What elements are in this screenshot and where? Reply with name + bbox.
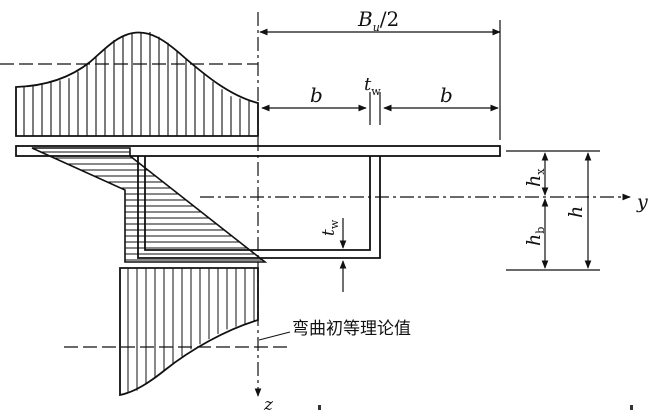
speck-right bbox=[630, 405, 633, 410]
dim-b-tw-b bbox=[261, 92, 499, 125]
bu-label: Bu/2 bbox=[357, 7, 399, 34]
b-right-label: b bbox=[440, 83, 453, 107]
dim-heights bbox=[506, 150, 600, 271]
hx-label: hx bbox=[523, 168, 547, 187]
dim-bu-half bbox=[259, 20, 501, 140]
bottom-flange-stress-curve bbox=[119, 267, 259, 397]
y-axis-label: y bbox=[636, 191, 648, 213]
tw-top-label: tw bbox=[364, 74, 381, 98]
caption-leader-line bbox=[258, 331, 291, 341]
tw-bottom-label: tw bbox=[319, 219, 341, 236]
z-axis-label: z bbox=[263, 395, 274, 413]
web-stress-triangle bbox=[31, 147, 268, 263]
speck-left bbox=[318, 405, 321, 410]
top-flange-stress-curve bbox=[15, 31, 259, 137]
h-total-label: h bbox=[565, 206, 587, 218]
caption-text: 弯曲初等理论值 bbox=[292, 319, 411, 339]
hb-label: hb bbox=[523, 227, 547, 246]
b-left-label: b bbox=[310, 83, 323, 107]
